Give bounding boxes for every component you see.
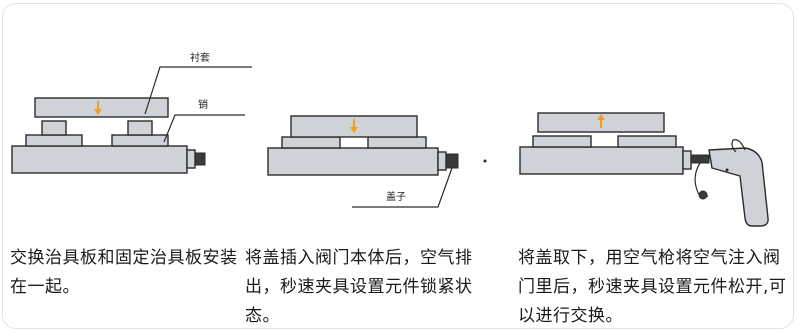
clamp-unit-right: [367, 136, 427, 149]
clamp-unit-left: [281, 136, 341, 149]
cap-leader-line: [352, 167, 453, 208]
base-plate: [11, 145, 188, 174]
caption-step-2: 将盖插入阀门本体后，空气排出，秒速夹具设置元件锁紧状态。: [245, 248, 473, 326]
valve-body: [682, 150, 692, 170]
stage-2-illustration: 盖子: [267, 115, 487, 208]
pin-left: [41, 120, 67, 136]
liner-label: 衬套: [190, 51, 210, 64]
exchange-plate: [34, 97, 169, 118]
valve-body: [186, 149, 196, 169]
caption-step-3: 将盖取下，用空气枪将空气注入阀门里后，秒速夹具设置元件松开,可 以进行交换。: [518, 248, 787, 326]
clamp-unit-left: [25, 134, 83, 147]
arrow-down-icon: [350, 127, 358, 133]
valve-body: [437, 151, 447, 171]
valve-cap: [445, 153, 459, 169]
stage-1-illustration: 衬套 销: [11, 51, 252, 174]
stage-3-illustration: [519, 112, 769, 227]
caption-step-1: 交换治具板和固定治具板安装在一起。: [10, 248, 238, 297]
arrow-up-icon: [597, 114, 605, 120]
base-plate: [267, 147, 439, 176]
pin-leader-line: [163, 114, 245, 143]
dot-marker: [483, 159, 487, 163]
base-plate: [519, 146, 684, 175]
valve-cap: [194, 152, 206, 166]
pin-label: 销: [198, 98, 208, 111]
clamp-unit-right: [111, 134, 169, 147]
arrow-down-icon: [94, 109, 102, 115]
clamp-unit-right: [617, 135, 677, 148]
air-gun-icon: [690, 139, 769, 227]
liner-leader-line: [144, 66, 252, 115]
cap-label: 盖子: [386, 190, 406, 203]
clamp-unit-left: [532, 135, 592, 148]
pin-right: [127, 120, 153, 136]
